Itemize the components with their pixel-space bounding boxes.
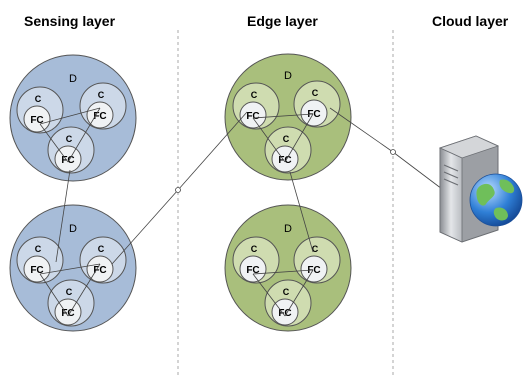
domain-label: D <box>284 70 292 82</box>
container-2: C FC <box>79 82 127 130</box>
function-circle <box>86 255 114 283</box>
function-label: FC <box>30 265 43 276</box>
function-label: FC <box>307 265 320 276</box>
link-line <box>252 273 286 317</box>
link-line <box>252 117 286 163</box>
link-junction <box>175 187 181 193</box>
domain-circle <box>224 204 352 332</box>
link-line <box>284 113 314 163</box>
container-label: C <box>312 88 319 98</box>
function-circle <box>54 145 82 173</box>
function-label: FC <box>278 308 291 319</box>
container-2: C FC <box>79 236 127 284</box>
domain-label: D <box>284 223 292 235</box>
container-label: C <box>251 90 258 100</box>
link-line <box>252 269 314 275</box>
link-line <box>39 273 69 317</box>
container-3: C FC <box>264 279 312 327</box>
container-label: C <box>98 244 105 254</box>
sensing-layer-title: Sensing layer <box>24 13 116 29</box>
container-label: C <box>66 134 73 144</box>
function-circle <box>239 101 267 129</box>
link-line <box>289 171 314 253</box>
container-label: C <box>35 94 42 104</box>
function-label: FC <box>30 115 43 126</box>
function-label: FC <box>307 109 320 120</box>
function-label: FC <box>61 155 74 166</box>
container-label: C <box>283 134 290 144</box>
function-circle <box>300 99 328 127</box>
container-3: C FC <box>47 279 95 327</box>
cloud-layer-title: Cloud layer <box>432 13 509 29</box>
container-1: C FC <box>16 86 64 134</box>
link-line <box>252 113 314 119</box>
function-circle <box>300 255 328 283</box>
container-label: C <box>283 287 290 297</box>
function-label: FC <box>93 111 106 122</box>
link-line <box>39 107 101 125</box>
container-3: C FC <box>47 126 95 174</box>
container-2: C FC <box>293 236 341 284</box>
container-3: C FC <box>264 126 312 174</box>
server-globe-icon <box>438 135 523 243</box>
container-label: C <box>66 287 73 297</box>
function-label: FC <box>93 265 106 276</box>
link-line <box>55 169 71 263</box>
edge-domain-top: D C FC C FC C FC <box>224 53 352 181</box>
container-1: C FC <box>232 82 280 130</box>
function-label: FC <box>246 265 259 276</box>
domain-label: D <box>69 73 77 85</box>
link-line <box>39 123 69 163</box>
function-label: FC <box>278 155 291 166</box>
function-circle <box>23 255 51 283</box>
function-circle <box>239 255 267 283</box>
function-label: FC <box>246 111 259 122</box>
edge-domain-bottom: D C FC C FC C FC <box>224 204 352 332</box>
domain-label: D <box>69 223 77 235</box>
link-line <box>329 107 394 153</box>
link-line <box>111 189 179 265</box>
link-line <box>39 263 101 275</box>
container-label: C <box>251 244 258 254</box>
domain-circle <box>9 204 137 332</box>
function-circle <box>86 101 114 129</box>
function-label: FC <box>61 308 74 319</box>
function-circle <box>23 105 51 133</box>
link-line <box>67 263 101 317</box>
link-line <box>177 111 248 191</box>
container-label: C <box>35 244 42 254</box>
link-line <box>284 269 314 317</box>
container-label: C <box>98 90 105 100</box>
link-line <box>392 151 447 193</box>
container-2: C FC <box>293 80 341 128</box>
edge-layer-title: Edge layer <box>247 13 318 29</box>
sensing-domain-top: D C FC C FC C FC <box>9 54 137 182</box>
link-junction <box>390 149 396 155</box>
link-line <box>67 107 101 163</box>
sensing-domain-bottom: D C FC C FC C FC <box>9 204 137 332</box>
container-1: C FC <box>16 236 64 284</box>
container-1: C FC <box>232 236 280 284</box>
container-label: C <box>312 244 319 254</box>
